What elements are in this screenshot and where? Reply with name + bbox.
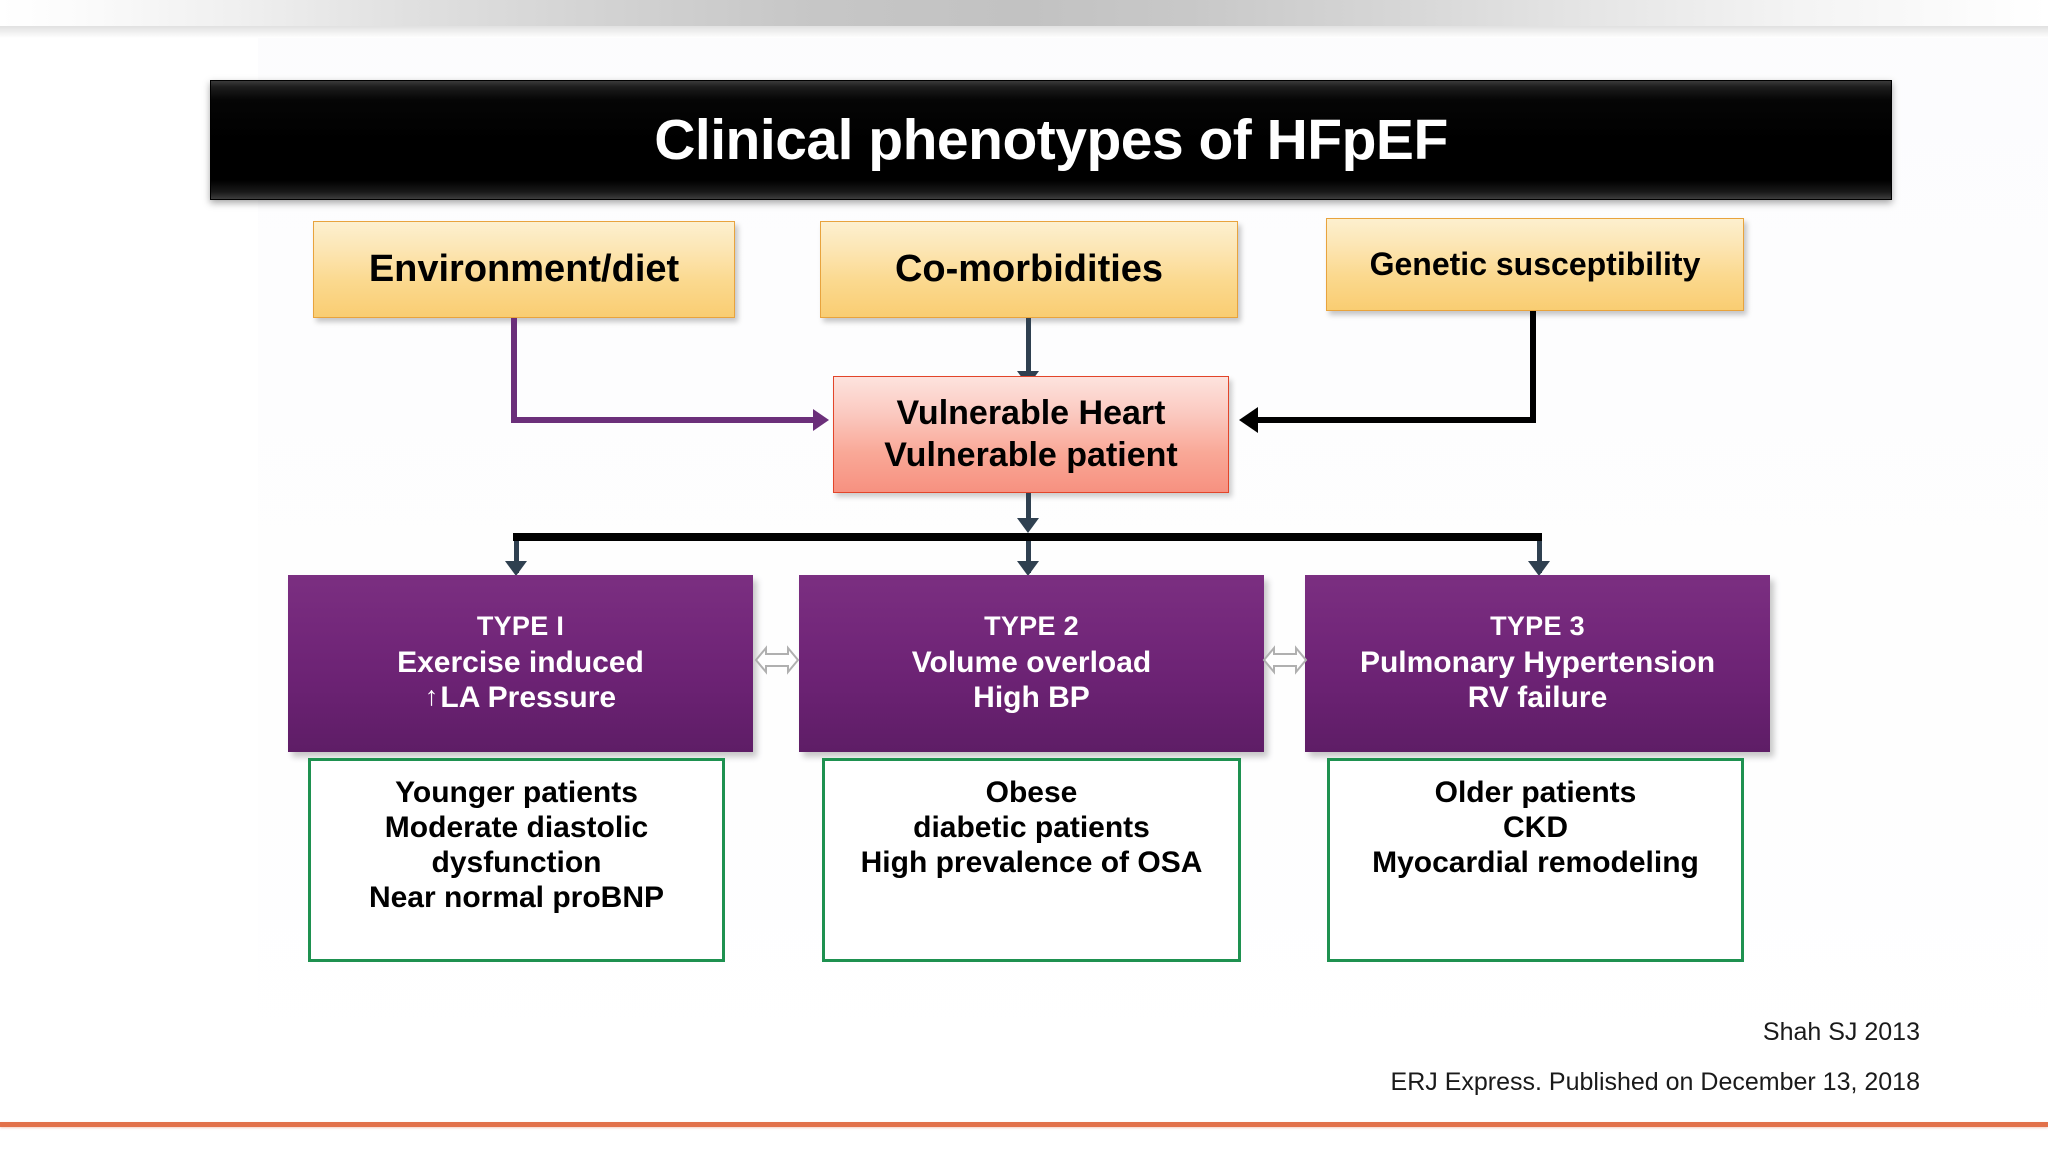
connector-segment-vertical [1530, 311, 1536, 423]
detail-box-1-line-2: Moderate diastolic [384, 811, 649, 845]
type-box-2-line-1: Volume overload [911, 646, 1152, 680]
type-box-3-line-2: RV failure [1467, 681, 1608, 715]
source-box-environment-diet[interactable]: Environment/diet [313, 221, 735, 318]
connector-segment-bus [513, 533, 1542, 541]
detail-box-2[interactable]: Obese diabetic patients High prevalence … [822, 758, 1241, 962]
connector-segment-horizontal [1258, 417, 1536, 423]
central-box-vulnerable-heart[interactable]: Vulnerable Heart Vulnerable patient [833, 376, 1229, 493]
detail-box-3[interactable]: Older patients CKD Myocardial remodeling [1327, 758, 1744, 962]
source-box-co-morbidities-label: Co-morbidities [894, 247, 1164, 290]
detail-box-1[interactable]: Younger patients Moderate diastolic dysf… [308, 758, 725, 962]
top-gradient-fade [0, 26, 2048, 38]
arrowhead-down-icon [505, 561, 527, 576]
connector-segment-drop-1 [514, 541, 519, 573]
type-box-2-heading: TYPE 2 [984, 611, 1079, 642]
detail-box-3-line-1: Older patients [1434, 776, 1637, 809]
connector-segment-drop-2 [1026, 541, 1031, 573]
connector-segment-horizontal [511, 417, 816, 423]
type-box-1-heading: TYPE I [476, 611, 565, 642]
type-box-2-line-2: High BP [973, 681, 1090, 715]
source-box-environment-diet-label: Environment/diet [368, 247, 680, 290]
bidirectional-arrow-icon-2 [1262, 640, 1308, 687]
up-arrow-icon: ↑ [424, 681, 439, 712]
connector-segment-stem [1026, 493, 1031, 523]
type-box-1[interactable]: TYPE I Exercise induced ↑LA Pressure [288, 575, 753, 752]
arrowhead-left-icon [1239, 407, 1258, 433]
type-box-3-line-1: Pulmonary Hypertension [1359, 646, 1716, 680]
arrowhead-down-icon [1017, 518, 1039, 533]
connector-segment-drop-3 [1537, 541, 1542, 573]
detail-box-1-line-4: Near normal proBNP [368, 881, 665, 915]
page-title: Clinical phenotypes of HFpEF [654, 107, 1448, 172]
type-box-1-line-2: ↑LA Pressure [425, 680, 616, 715]
arrowhead-down-icon [1528, 561, 1550, 576]
source-box-genetic-susceptibility-label: Genetic susceptibility [1369, 245, 1701, 282]
source-box-genetic-susceptibility[interactable]: Genetic susceptibility [1326, 218, 1744, 311]
type-box-3[interactable]: TYPE 3 Pulmonary Hypertension RV failure [1305, 575, 1770, 752]
arrowhead-down-icon [1017, 561, 1039, 576]
detail-box-1-line-3: dysfunction [431, 846, 602, 880]
type-box-2[interactable]: TYPE 2 Volume overload High BP [799, 575, 1264, 752]
type-box-1-line-1: Exercise induced [397, 646, 644, 680]
central-box-line-2: Vulnerable patient [884, 435, 1178, 474]
arrowhead-right-icon [813, 409, 829, 431]
bidirectional-arrow-icon-1 [754, 640, 800, 687]
top-gradient-band [0, 0, 2048, 26]
citation-line-2: ERJ Express. Published on December 13, 2… [1390, 1068, 1920, 1096]
detail-box-1-line-1: Younger patients [395, 776, 638, 809]
connector-segment-vertical [1026, 318, 1031, 373]
detail-box-3-line-2: CKD [1503, 811, 1568, 845]
connector-segment-vertical [511, 318, 517, 423]
detail-box-3-line-3: Myocardial remodeling [1372, 846, 1699, 880]
type-box-1-line-2-text: LA Pressure [440, 681, 617, 715]
detail-box-2-line-2: diabetic patients [913, 811, 1150, 845]
bottom-accent-rule [0, 1122, 2048, 1127]
source-box-co-morbidities[interactable]: Co-morbidities [820, 221, 1238, 318]
slide-title-bar: Clinical phenotypes of HFpEF [210, 80, 1892, 200]
type-box-3-heading: TYPE 3 [1490, 611, 1585, 642]
citation-line-1: Shah SJ 2013 [1762, 1018, 1920, 1046]
detail-box-2-line-1: Obese [985, 776, 1078, 809]
central-box-line-1: Vulnerable Heart [896, 394, 1166, 433]
detail-box-2-line-3: High prevalence of OSA [860, 846, 1203, 880]
